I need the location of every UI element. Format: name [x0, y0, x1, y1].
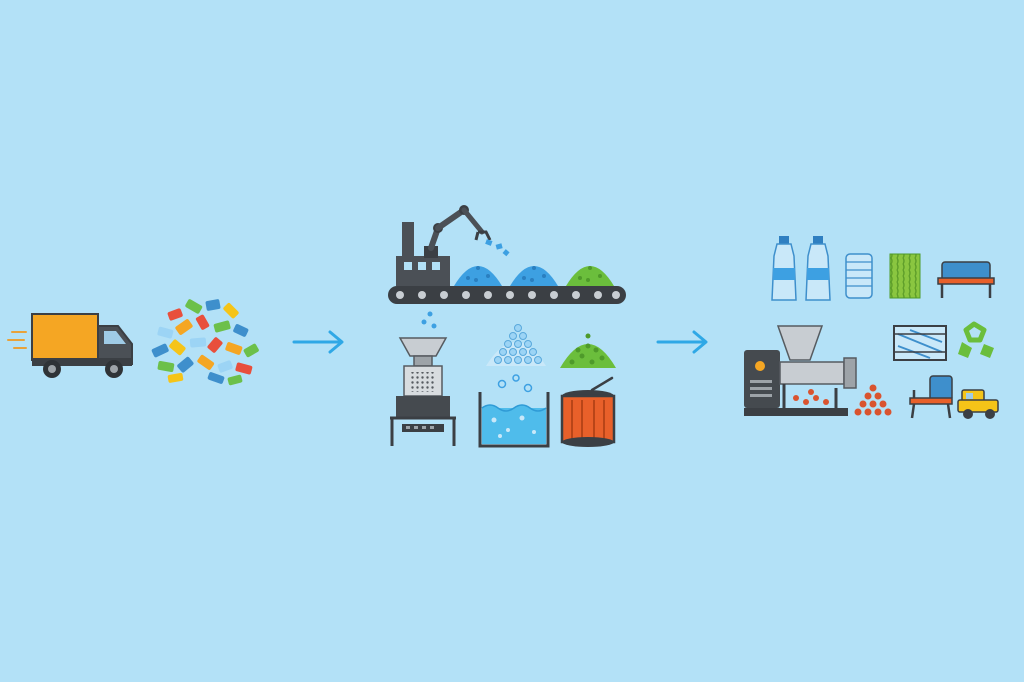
bench-icon	[937, 261, 995, 298]
water-jug-icon	[845, 253, 873, 299]
plastic-bottle-icon	[771, 236, 797, 301]
arrow-right-icon	[292, 330, 344, 354]
pellet-pile-light-blue-icon	[486, 324, 546, 366]
robotic-arm-conveyor-icon	[388, 205, 626, 304]
storage-crate-icon	[893, 325, 947, 361]
toy-car-icon	[957, 389, 999, 419]
delivery-truck-icon	[7, 313, 133, 378]
shredder-machine-icon	[390, 311, 456, 446]
fabric-icon	[889, 253, 921, 299]
recycle-symbol-icon	[958, 321, 994, 358]
plastic-bottle-icon	[805, 236, 831, 301]
pellet-pile-red-icon	[854, 384, 892, 416]
extruder-machine-icon	[744, 325, 857, 416]
plastic-waste-pile-icon	[151, 299, 259, 386]
chair-icon	[909, 375, 953, 419]
storage-drum-icon	[560, 376, 616, 447]
washing-tank-icon	[478, 374, 550, 448]
arrow-right-icon	[656, 330, 708, 354]
pellet-pile-green-icon	[560, 333, 616, 368]
